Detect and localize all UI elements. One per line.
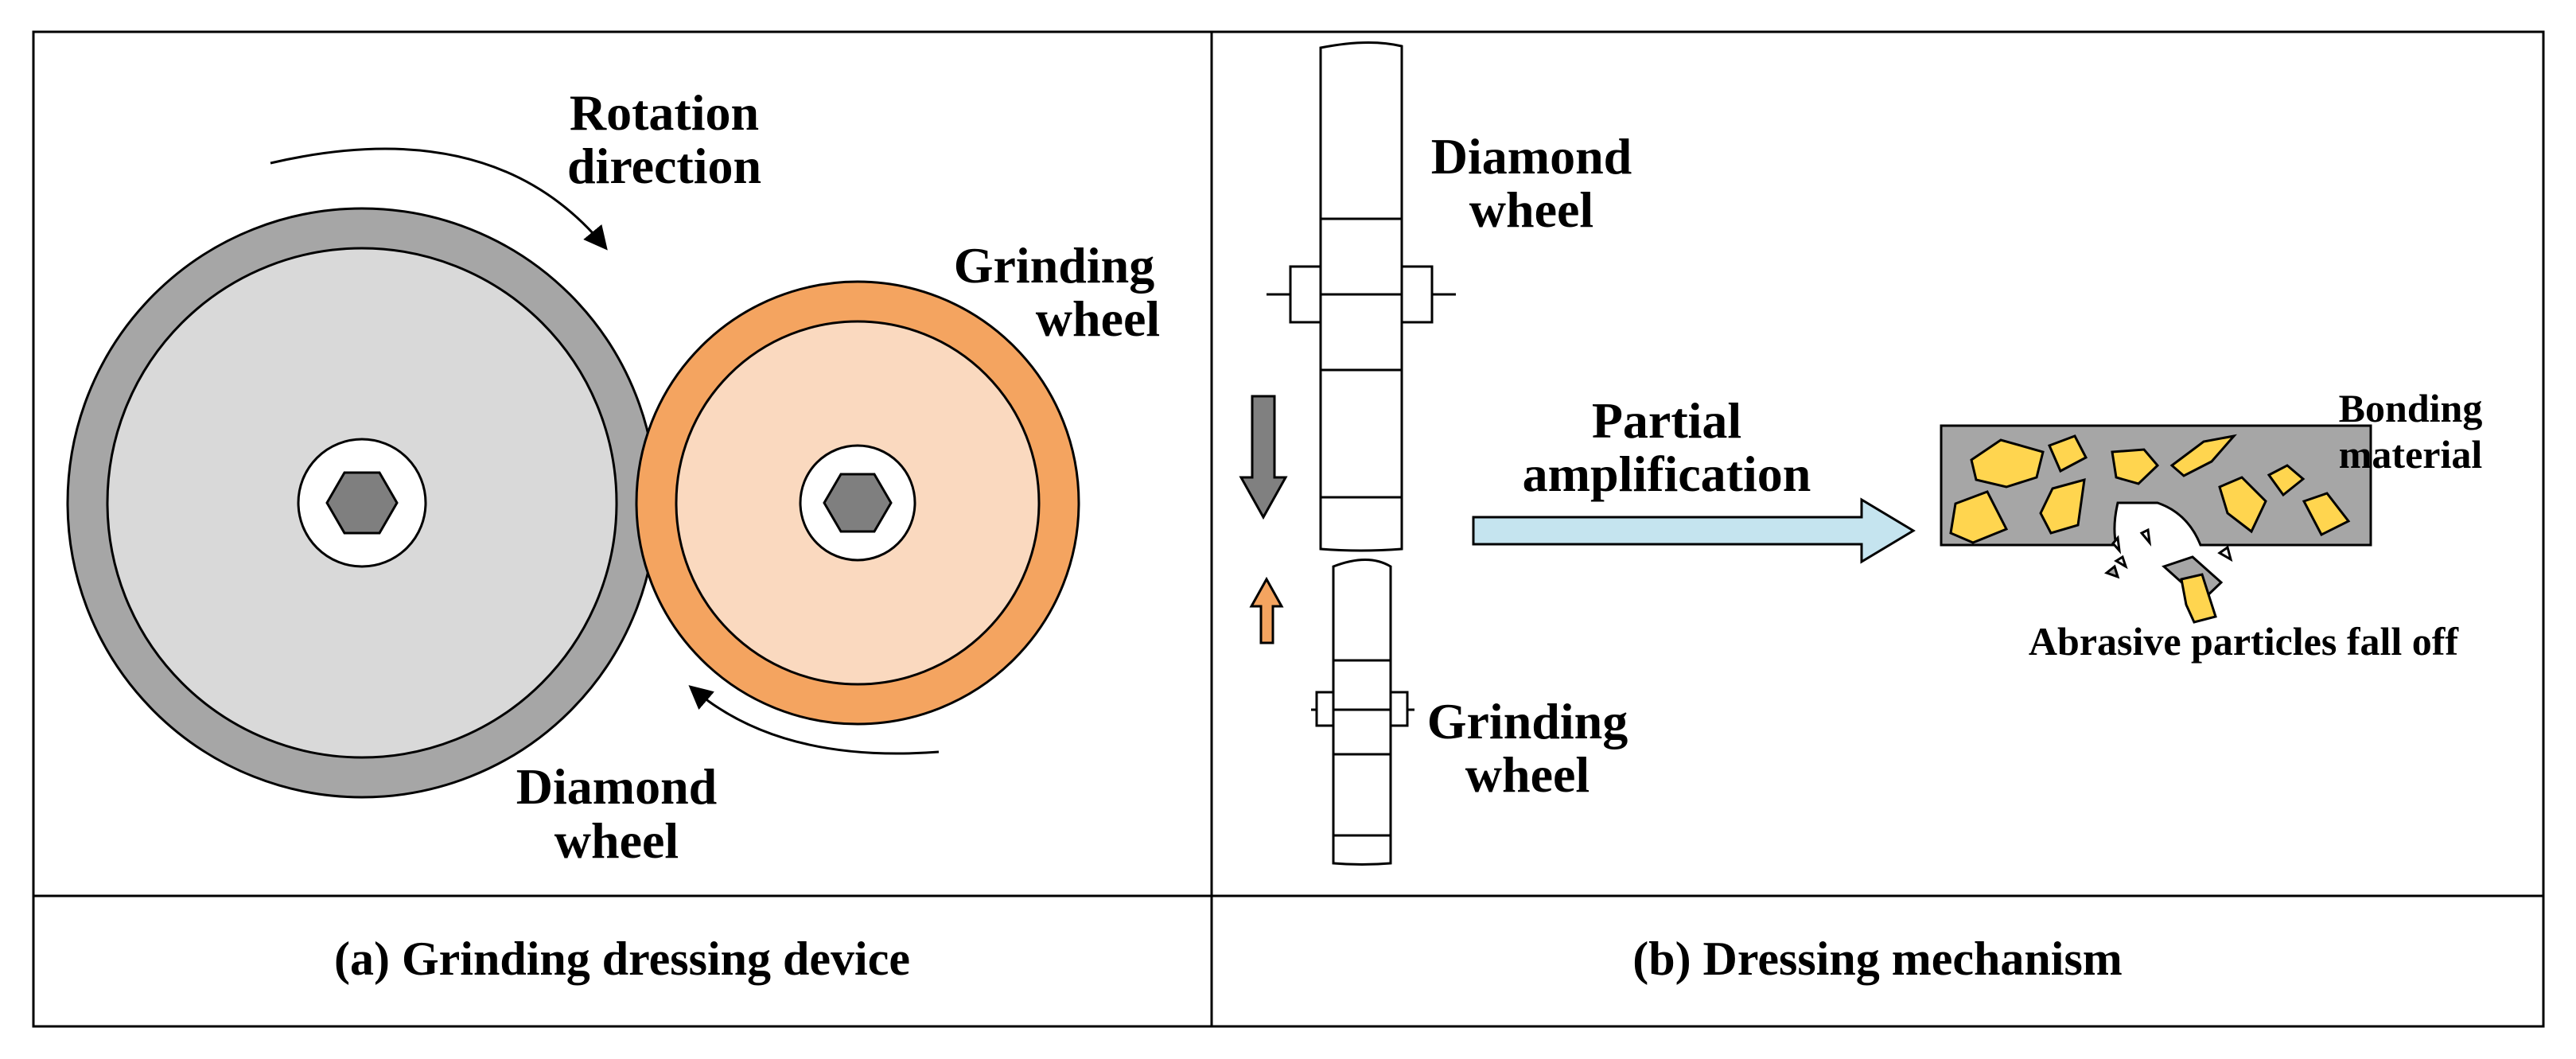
figure-frame xyxy=(32,30,2545,1028)
label-grinding-wheel-2: wheel xyxy=(1465,746,1590,803)
grinding-wheel-front xyxy=(635,280,1080,726)
diamond-wheel-side xyxy=(1267,41,1456,552)
label-diamond-wheel-2: wheel xyxy=(1469,181,1593,238)
label-diamond-wheel-1: Diamond xyxy=(516,758,718,815)
grinding-wheel-side xyxy=(1311,559,1414,866)
up-arrow-icon xyxy=(1249,576,1284,644)
hex-nut-icon xyxy=(823,473,893,533)
diamond-wheel-front xyxy=(66,207,658,799)
hex-nut-icon xyxy=(325,471,399,535)
caption-a: (a) Grinding dressing device xyxy=(334,932,910,985)
down-arrow-icon xyxy=(1239,395,1288,520)
label-bonding-material-1: Bonding xyxy=(2339,386,2483,430)
label-grinding-wheel-1: Grinding xyxy=(1427,693,1628,749)
panel-a: Rotation direction Grinding wheel Diamon… xyxy=(66,84,1160,985)
label-grinding-wheel-1: Grinding xyxy=(954,237,1155,294)
label-diamond-wheel-1: Diamond xyxy=(1431,128,1632,185)
rotation-arrow-diamond xyxy=(270,147,608,251)
label-bonding-material-2: material xyxy=(2339,432,2483,477)
label-rotation-direction-1: Rotation xyxy=(570,84,759,141)
caption-b: (b) Dressing mechanism xyxy=(1632,932,2123,985)
rotation-arrow-grinding xyxy=(688,685,940,755)
panel-b: Diamond wheel Grinding wheel Partial amp… xyxy=(1239,41,2483,985)
label-partial-amplification-1: Partial xyxy=(1592,392,1741,449)
label-diamond-wheel-2: wheel xyxy=(555,812,679,869)
label-abrasive-particles: Abrasive particles fall off xyxy=(2029,619,2460,664)
label-grinding-wheel-2: wheel xyxy=(1036,290,1160,347)
abrasive-particles xyxy=(1949,434,2351,544)
label-rotation-direction-2: direction xyxy=(567,138,761,194)
partial-amplification-arrow xyxy=(1472,497,1916,564)
label-partial-amplification-2: amplification xyxy=(1523,446,1811,502)
falling-debris xyxy=(2103,528,2233,624)
bonding-material-block xyxy=(1940,424,2372,624)
